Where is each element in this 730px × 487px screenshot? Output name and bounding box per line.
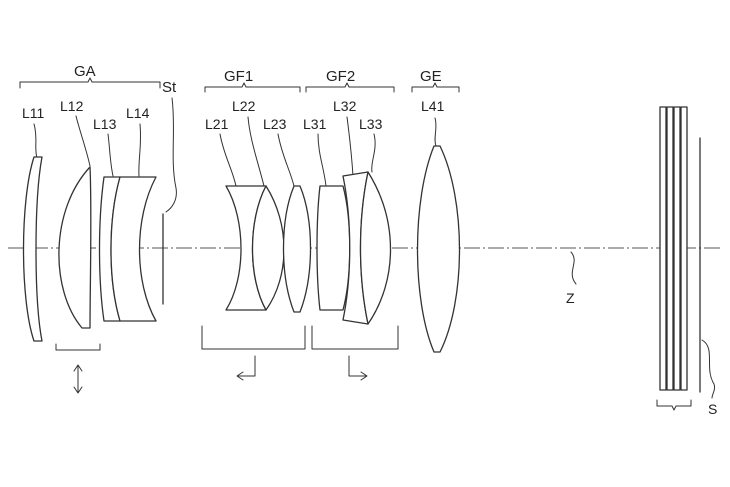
optical-axis-label: Z (566, 290, 575, 306)
arrow-gf2-right (348, 355, 367, 377)
lens-l22 (251, 185, 285, 311)
leader-l22 (247, 116, 265, 187)
lens-label-l22: L22 (232, 98, 256, 114)
lens-label-l23: L23 (263, 116, 287, 132)
leader-l32 (346, 116, 354, 177)
arrow-gf2-right-head (360, 371, 368, 381)
group-bracket-gf2 (305, 82, 395, 93)
arrow-gf1-left (237, 355, 256, 377)
bracket-gf2-motion (311, 325, 399, 350)
group-label-gf2: GF2 (326, 68, 355, 85)
leader-l13 (107, 133, 114, 177)
arrow-gf1-left-head (236, 371, 244, 381)
leader-stop (165, 97, 177, 213)
group-label-ge: GE (420, 68, 442, 85)
lens-label-l31: L31 (303, 116, 327, 132)
leader-image-plane (701, 339, 716, 399)
lens-l23 (282, 185, 312, 313)
leader-l33 (371, 133, 376, 173)
leader-l31 (317, 133, 327, 187)
bracket-gf1-motion (201, 325, 306, 350)
group-label-gf1: GF1 (224, 68, 253, 85)
arrow-l12-up-head (73, 364, 83, 372)
lens-label-l32: L32 (333, 98, 357, 114)
lens-l12 (58, 166, 92, 329)
image-plane-label: S (708, 401, 717, 417)
group-label-ga: GA (74, 63, 96, 80)
leader-l14 (138, 123, 142, 177)
lens-label-l11: L11 (22, 105, 45, 121)
leader-l12 (75, 115, 91, 167)
lens-l14 (110, 176, 157, 322)
leader-l11 (33, 123, 38, 159)
lens-label-l14: L14 (126, 105, 150, 121)
lens-l33 (359, 171, 392, 325)
group-bracket-ge (411, 82, 460, 93)
lens-label-l12: L12 (60, 98, 84, 114)
leader-optical-axis (570, 251, 577, 285)
plate-4 (680, 106, 688, 391)
lens-label-l33: L33 (359, 116, 383, 132)
leader-l21 (219, 133, 237, 187)
lens-label-l13: L13 (93, 116, 117, 132)
bracket-l12-motion (55, 343, 101, 351)
arrow-l12-down-head (73, 386, 83, 394)
leader-l41 (434, 117, 437, 147)
lens-label-l41: L41 (421, 98, 445, 114)
stop-label: St (162, 79, 177, 96)
lens-l41 (416, 145, 461, 353)
leader-l23 (277, 133, 295, 187)
plate-1 (659, 106, 667, 391)
group-bracket-gf1 (204, 82, 301, 93)
lens-l31 (316, 185, 351, 311)
bracket-plates (656, 399, 692, 411)
lens-label-l21: L21 (205, 116, 229, 132)
plate-2 (666, 106, 674, 391)
lens-l11 (22, 156, 43, 342)
group-bracket-ga (19, 77, 161, 89)
plate-3 (673, 106, 681, 391)
